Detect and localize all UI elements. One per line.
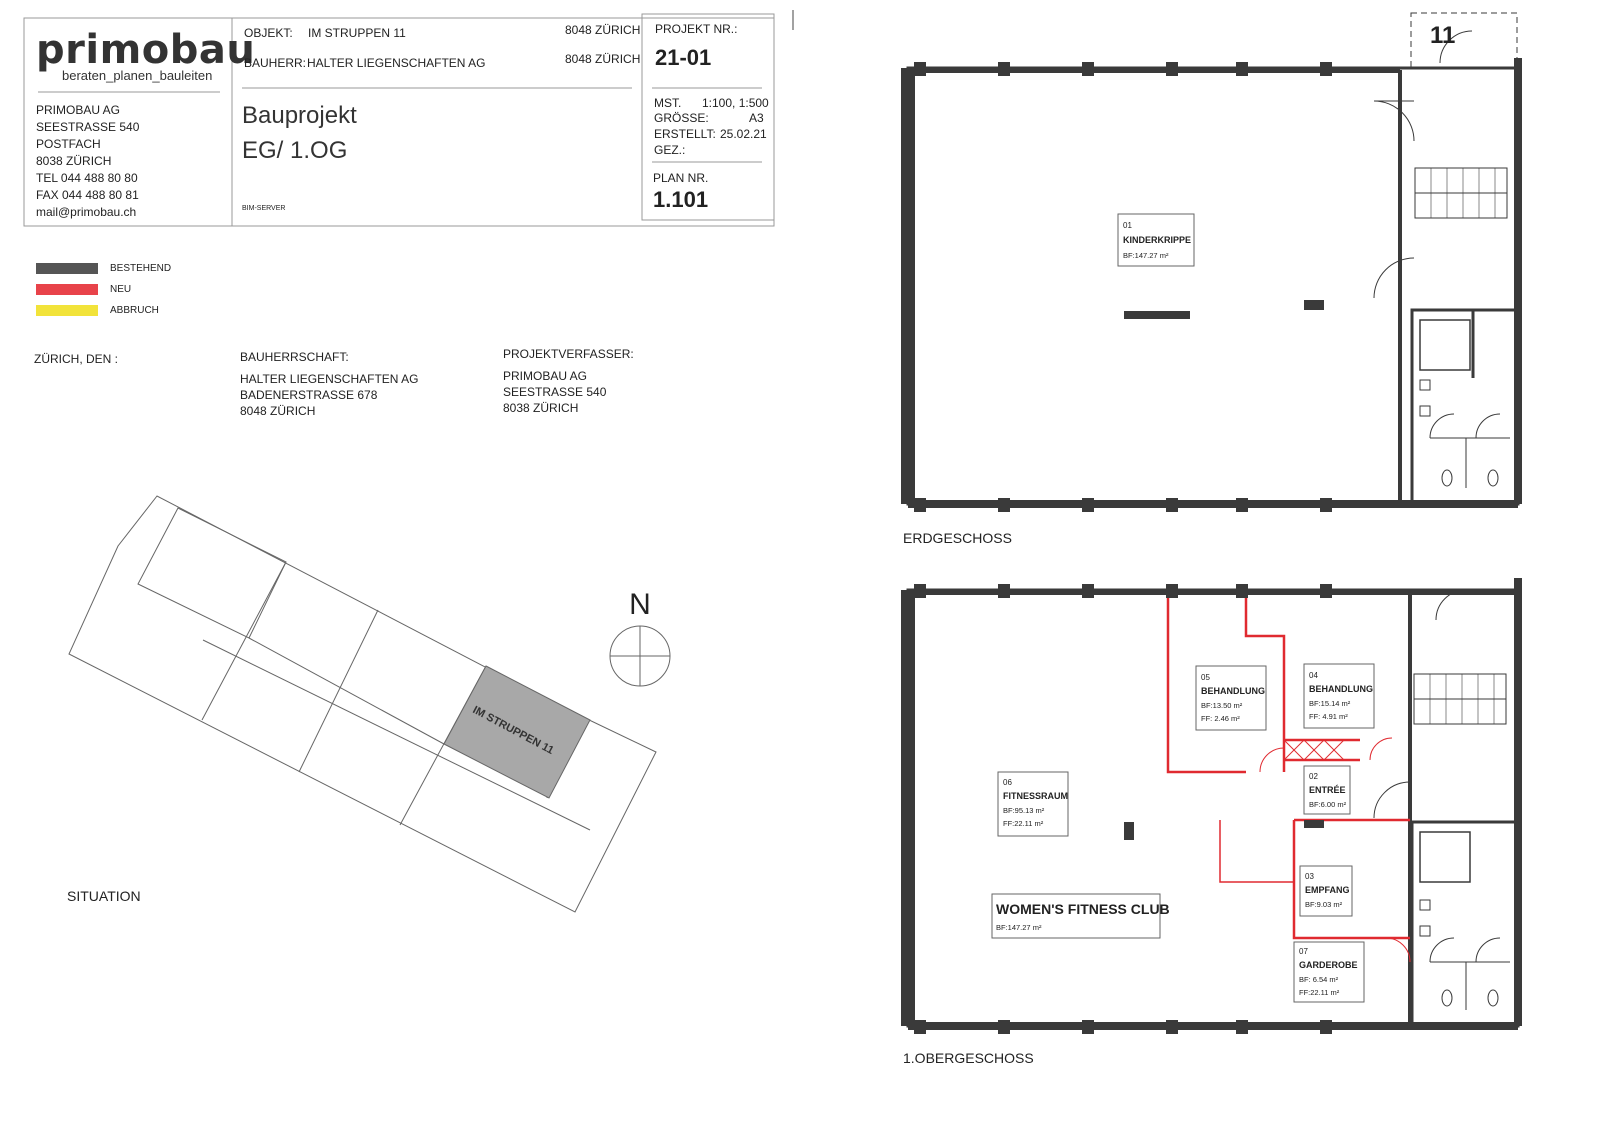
bauherrschaft-block: BAUHERRSCHAFT: HALTER LIEGENSCHAFTEN AG … bbox=[240, 349, 418, 419]
room-name: EMPFANG bbox=[1305, 885, 1350, 895]
objekt-label: OBJEKT: bbox=[244, 26, 293, 40]
room-tag-05: 05 BEHANDLUNG BF:13.50 m² FF: 2.46 m² bbox=[1195, 665, 1267, 731]
legend-label: BESTEHEND bbox=[110, 263, 172, 274]
room-no: 04 bbox=[1309, 671, 1318, 680]
room-no: 07 bbox=[1299, 947, 1308, 956]
legend-item: ABBRUCH bbox=[36, 300, 171, 321]
plan-title: Bauprojekt bbox=[242, 102, 357, 129]
legend-swatch-abbruch bbox=[36, 305, 98, 316]
bauherr-label: BAUHERR: bbox=[244, 56, 307, 70]
bauherrschaft-line: BADENERSTRASSE 678 bbox=[240, 388, 378, 402]
north-label: N bbox=[629, 588, 651, 621]
room-no: 03 bbox=[1305, 872, 1314, 881]
legend-item: BESTEHEND bbox=[36, 258, 171, 279]
room-no: 01 bbox=[1123, 221, 1132, 230]
legend-swatch-bestehend bbox=[36, 263, 98, 274]
room-tag-07: 07 GARDEROBE BF: 6.54 m² FF:22.11 m² bbox=[1293, 941, 1365, 1003]
room-area: BF:15.14 m² bbox=[1309, 699, 1351, 708]
legend-item: NEU bbox=[36, 279, 171, 300]
erstellt-value: 25.02.21 bbox=[720, 127, 767, 141]
room-no: 05 bbox=[1201, 673, 1210, 682]
bauherrschaft-line: 8048 ZÜRICH bbox=[240, 404, 316, 418]
mst-label: MST. bbox=[654, 96, 682, 110]
room-name: KINDERKRIPPE bbox=[1123, 235, 1191, 245]
mst-value: 1:100, 1:500 bbox=[702, 96, 769, 110]
house-number: 11 bbox=[1430, 22, 1455, 49]
bauherr-city: 8048 ZÜRICH bbox=[565, 52, 641, 66]
room-ff: FF: 4.91 m² bbox=[1309, 712, 1348, 721]
room-name: BEHANDLUNG bbox=[1309, 684, 1373, 694]
legend-label: ABBRUCH bbox=[110, 305, 159, 316]
room-no: 02 bbox=[1309, 772, 1318, 781]
legend-label: NEU bbox=[110, 284, 132, 295]
erstellt-label: ERSTELLT: bbox=[654, 127, 716, 141]
room-ff: FF:22.11 m² bbox=[1003, 819, 1044, 828]
building-im-struppen-11 bbox=[443, 665, 591, 799]
address-line: 8038 ZÜRICH bbox=[36, 154, 112, 168]
address-line: PRIMOBAU AG bbox=[36, 103, 121, 117]
groesse-label: GRÖSSE: bbox=[654, 111, 709, 125]
objekt-value: IM STRUPPEN 11 bbox=[308, 26, 406, 40]
title-block-frame bbox=[23, 10, 794, 227]
room-ff: FF:22.11 m² bbox=[1299, 988, 1340, 997]
verfasser-label: PROJEKTVERFASSER: bbox=[503, 347, 634, 361]
server-note: BIM-SERVER bbox=[242, 205, 286, 212]
room-tag-06: 06 FITNESSRAUM BF:95.13 m² FF:22.11 m² bbox=[997, 771, 1069, 837]
club-tag: WOMEN'S FITNESS CLUB BF:147.27 m² bbox=[991, 893, 1170, 939]
room-area: BF:6.00 m² bbox=[1309, 800, 1347, 809]
bauherrschaft-line: HALTER LIEGENSCHAFTEN AG bbox=[240, 372, 419, 386]
room-no: 06 bbox=[1003, 778, 1012, 787]
plan-subtitle: EG/ 1.OG bbox=[242, 137, 348, 164]
room-area: BF:9.03 m² bbox=[1305, 900, 1343, 909]
club-name: WOMEN'S FITNESS CLUB bbox=[996, 901, 1170, 917]
objekt-city: 8048 ZÜRICH bbox=[565, 23, 641, 37]
company-tagline: beraten_planen_bauleiten bbox=[62, 68, 213, 83]
address-line: SEESTRASSE 540 bbox=[36, 120, 140, 134]
address-line: TEL 044 488 80 80 bbox=[36, 171, 138, 185]
verfasser-line: SEESTRASSE 540 bbox=[503, 385, 607, 399]
verfasser-block: PROJEKTVERFASSER: PRIMOBAU AG SEESTRASSE… bbox=[503, 346, 634, 416]
projekt-nr: 21-01 bbox=[655, 45, 712, 70]
room-name: BEHANDLUNG bbox=[1201, 686, 1265, 696]
company-address: PRIMOBAU AG SEESTRASSE 540 POSTFACH 8038… bbox=[36, 102, 139, 221]
obergeschoss-label: 1.OBERGESCHOSS bbox=[903, 1050, 1034, 1066]
legend-swatch-neu bbox=[36, 284, 98, 295]
zuerich-den: ZÜRICH, DEN : bbox=[34, 352, 118, 366]
room-area: BF:13.50 m² bbox=[1201, 701, 1243, 710]
room-area: BF:147.27 m² bbox=[1123, 251, 1169, 260]
address-line: FAX 044 488 80 81 bbox=[36, 188, 139, 202]
verfasser-line: PRIMOBAU AG bbox=[503, 369, 588, 383]
parcel-lot bbox=[137, 507, 287, 639]
address-line: POSTFACH bbox=[36, 137, 101, 151]
gez-label: GEZ.: bbox=[654, 143, 686, 157]
plan-nr-label: PLAN NR. bbox=[653, 171, 709, 185]
plan-nr: 1.101 bbox=[653, 187, 709, 212]
room-name: FITNESSRAUM bbox=[1003, 791, 1068, 801]
address-line: mail@primobau.ch bbox=[36, 205, 137, 219]
situation-label: SITUATION bbox=[67, 888, 141, 904]
erdgeschoss-plan: 01 KINDERKRIPPE BF:147.27 m² 11 bbox=[901, 12, 1522, 512]
projekt-nr-label: PROJEKT NR.: bbox=[655, 22, 738, 36]
room-name: GARDEROBE bbox=[1299, 960, 1358, 970]
room-ff: FF: 2.46 m² bbox=[1201, 714, 1240, 723]
room-tag-03: 03 EMPFANG BF:9.03 m² bbox=[1299, 865, 1353, 917]
company-logo: primobau bbox=[36, 27, 256, 73]
legend: BESTEHEND NEU ABBRUCH bbox=[36, 258, 171, 321]
room-tag-02: 02 ENTRÉE BF:6.00 m² bbox=[1303, 765, 1351, 815]
parcel-outline bbox=[68, 495, 657, 913]
obergeschoss-plan: 05 BEHANDLUNG BF:13.50 m² FF: 2.46 m² 04… bbox=[901, 578, 1522, 1034]
erdgeschoss-label: ERDGESCHOSS bbox=[903, 530, 1012, 546]
room-area: BF:95.13 m² bbox=[1003, 806, 1045, 815]
bauherrschaft-label: BAUHERRSCHAFT: bbox=[240, 350, 349, 364]
club-area: BF:147.27 m² bbox=[996, 923, 1042, 932]
verfasser-line: 8038 ZÜRICH bbox=[503, 401, 579, 415]
bauherr-value: HALTER LIEGENSCHAFTEN AG bbox=[307, 56, 486, 70]
room-name: ENTRÉE bbox=[1309, 785, 1346, 795]
situation-plan: IM STRUPPEN 11 N bbox=[68, 495, 671, 913]
room-tag-04: 04 BEHANDLUNG BF:15.14 m² FF: 4.91 m² bbox=[1303, 663, 1375, 729]
room-area: BF: 6.54 m² bbox=[1299, 975, 1339, 984]
groesse-value: A3 bbox=[749, 111, 764, 125]
